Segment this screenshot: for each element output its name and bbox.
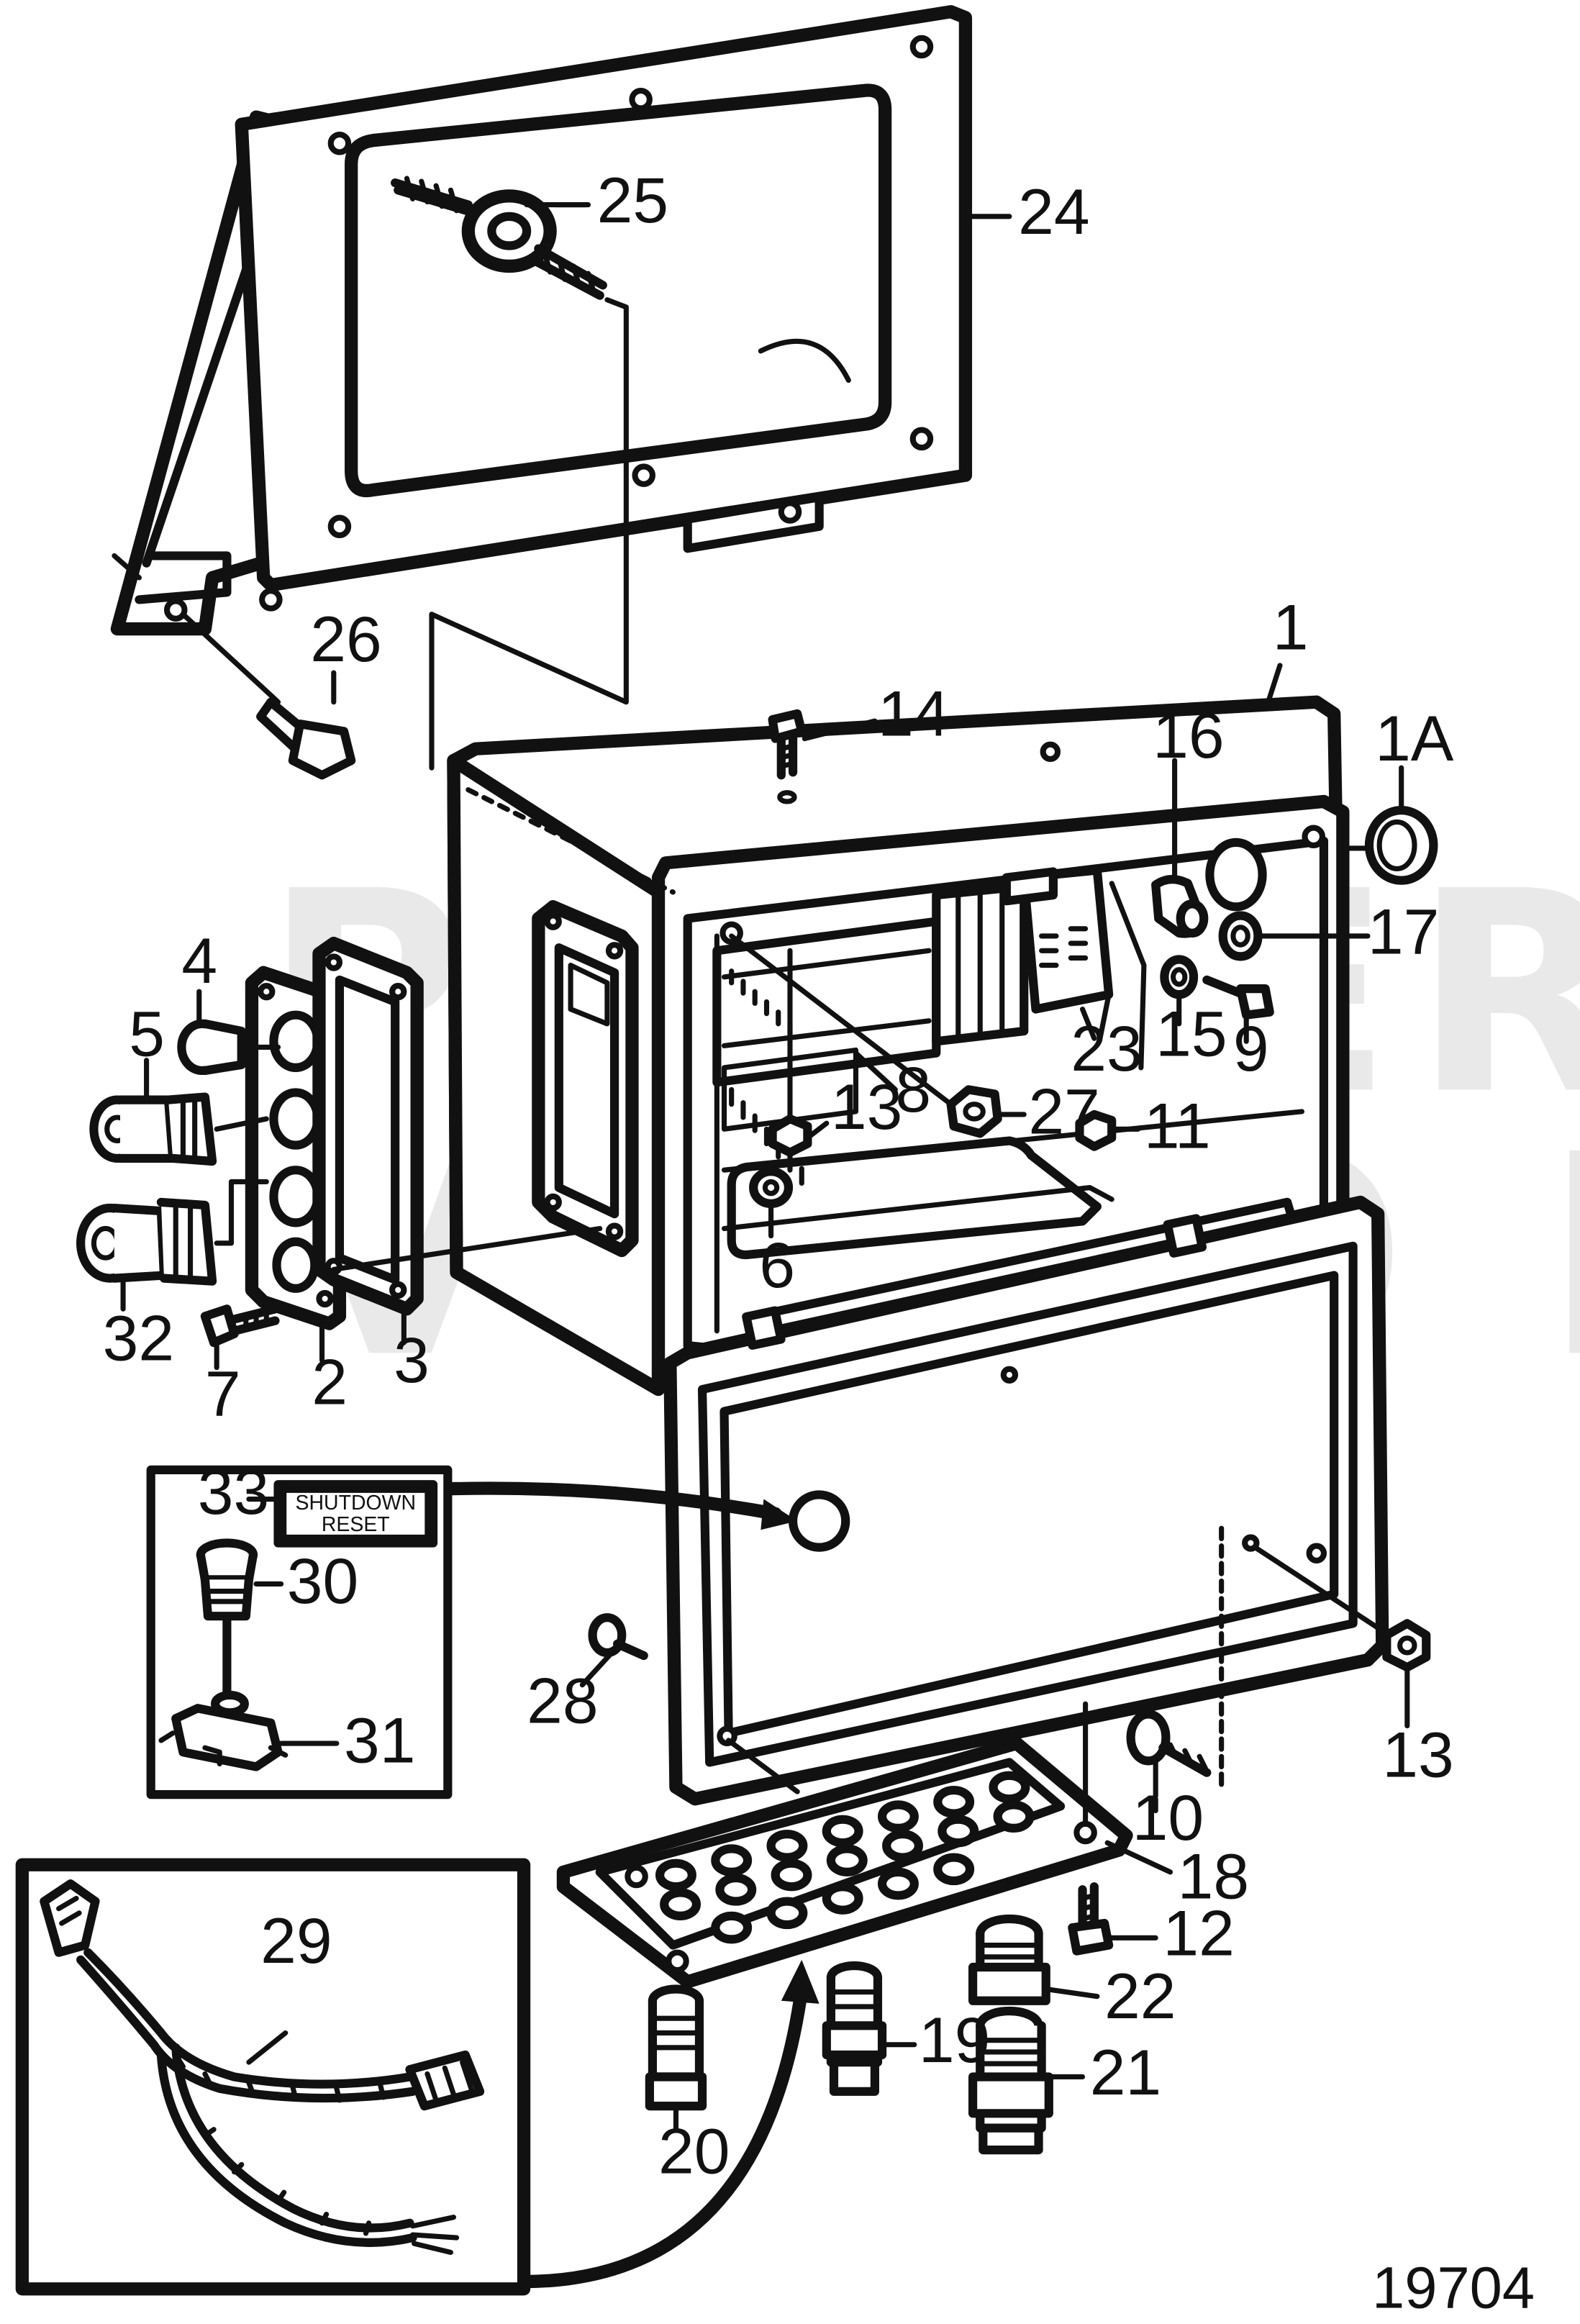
callout-4: 4	[181, 925, 217, 997]
grommet-16	[1151, 758, 1209, 938]
nut-27	[729, 933, 1002, 1138]
callout-labels: 24 25 26 1 1A 14 16 17 15 9 23 27 8 13 1…	[103, 164, 1454, 2187]
circuit-board-8	[712, 917, 941, 1186]
screw-28	[579, 1613, 648, 1688]
callout-23: 23	[1071, 1012, 1142, 1084]
terminal-blocks-23	[932, 866, 1114, 1046]
callout-17: 17	[1368, 895, 1439, 967]
screw-12	[1068, 1882, 1114, 1956]
callout-21: 21	[1090, 2036, 1161, 2108]
decal-line2: RESET	[322, 1513, 390, 1536]
callout-28: 28	[527, 1665, 598, 1737]
callout-27: 27	[1028, 1075, 1099, 1147]
nut-11	[1075, 1109, 1117, 1151]
callout-9: 9	[1233, 1012, 1269, 1084]
callout-31: 31	[344, 1704, 415, 1776]
side-opening	[532, 900, 639, 1258]
screw-10	[1126, 1710, 1212, 1799]
bolt-26	[180, 612, 356, 780]
inset-wiring-harness	[15, 1858, 531, 2296]
callout-15: 15	[1156, 998, 1227, 1070]
callout-7: 7	[205, 1358, 241, 1430]
cable-gland-5	[89, 1092, 269, 1166]
nut-13b	[1219, 1525, 1431, 1794]
callout-20: 20	[658, 2115, 730, 2187]
shutdown-reset-decal	[273, 1480, 438, 1548]
bolt-9	[1202, 975, 1274, 1020]
callout-12: 12	[1163, 1897, 1234, 1969]
opening-1a-hole	[1205, 838, 1267, 912]
callout-2: 2	[312, 1345, 348, 1417]
callout-6: 6	[759, 1229, 795, 1301]
callout-1: 1	[1273, 591, 1309, 663]
callout-11: 11	[1144, 1090, 1211, 1162]
figure-number: 19704	[1372, 2256, 1535, 2321]
callout-26: 26	[310, 603, 381, 675]
plug-4	[177, 1019, 281, 1076]
mounting-bracket-24	[110, 5, 973, 636]
arrow-to-gland-plate	[517, 1982, 809, 2289]
callout-25: 25	[597, 164, 668, 236]
callout-19: 19	[919, 2004, 990, 2076]
callout-29: 29	[260, 1905, 332, 1976]
inset-shutdown-reset: SHUTDOWN RESET	[146, 1465, 453, 1799]
gasket-3	[312, 936, 424, 1316]
cable-gland-19	[822, 1961, 887, 2096]
screw-14	[768, 709, 878, 804]
callout-5: 5	[129, 998, 165, 1070]
callout-8: 8	[895, 1053, 931, 1125]
bushing-17	[1218, 911, 1371, 961]
wiring-harness-29	[40, 1879, 485, 2255]
push-button-30	[196, 1538, 284, 1621]
callout-33: 33	[198, 1456, 269, 1528]
callout-24: 24	[1018, 176, 1089, 248]
arrow-head-button	[761, 1499, 798, 1530]
callout-10: 10	[1132, 1781, 1204, 1853]
gland-plate-18	[556, 1701, 1133, 1989]
callout-1a: 1A	[1375, 702, 1454, 774]
screw-7	[200, 1304, 280, 1348]
callout-16: 16	[1153, 699, 1224, 771]
callout-3: 3	[394, 1324, 430, 1396]
switch-31	[158, 1690, 340, 1771]
callout-30: 30	[287, 1545, 358, 1617]
eye-bolt-25	[391, 176, 607, 300]
adapter-22	[968, 1914, 1050, 2005]
callout-13a: 13	[831, 1071, 902, 1143]
cable-gland-21	[968, 2006, 1053, 2155]
cable-gland-32	[76, 1179, 269, 1286]
callout-13b: 13	[1382, 1719, 1453, 1791]
arrow-head-gland	[781, 1959, 819, 2004]
washer-15	[1160, 955, 1199, 999]
washer-6	[749, 1167, 794, 1209]
callout-32: 32	[103, 1302, 174, 1374]
callout-14: 14	[878, 677, 949, 749]
arrow-to-button	[440, 1481, 782, 1521]
lid	[663, 1195, 1389, 1806]
decal-line1: SHUTDOWN	[296, 1492, 416, 1515]
callout-18: 18	[1178, 1840, 1249, 1912]
cable-gland-20	[645, 1984, 707, 2111]
callout-22: 22	[1104, 1960, 1176, 2032]
nut-13a	[768, 948, 812, 1157]
